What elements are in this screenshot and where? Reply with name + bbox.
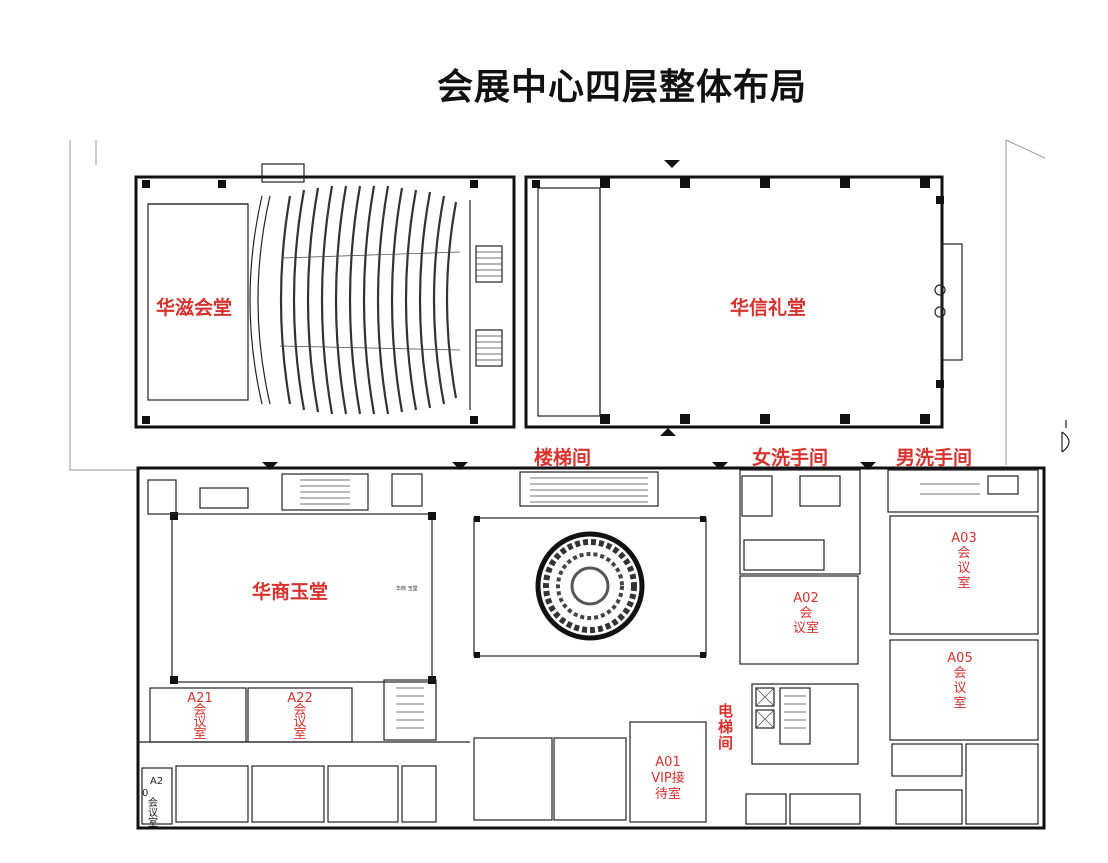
lower-left-core (199, 473, 423, 511)
svg-text:会: 会 (193, 703, 206, 718)
room-a02-label: A02 会 议室 (793, 591, 819, 636)
womens-restroom-label: 女洗手间 (752, 446, 828, 469)
stairs-label: 楼梯间 (534, 446, 591, 469)
svg-text:议: 议 (293, 715, 306, 730)
svg-text:议: 议 (148, 807, 158, 819)
room-a01 (629, 721, 707, 823)
central-stairs (519, 471, 659, 507)
north-arrow-icon (1061, 420, 1070, 453)
svg-text:A01: A01 (655, 755, 680, 770)
svg-text:A22: A22 (287, 691, 312, 706)
hall-columns (532, 178, 944, 424)
svg-text:电: 电 (718, 702, 733, 720)
svg-text:梯: 梯 (718, 718, 733, 736)
huaxin-hall (524, 160, 963, 436)
svg-text:0: 0 (142, 788, 148, 799)
svg-text:室: 室 (957, 575, 970, 591)
womens-restroom (739, 469, 861, 575)
huazi-hall (134, 163, 516, 429)
room-a20 (141, 767, 173, 825)
room-a20-label: A2 0 会 议 室 (142, 776, 163, 829)
svg-text:会: 会 (148, 796, 158, 809)
mens-restroom (887, 469, 1039, 513)
svg-text:议室: 议室 (793, 620, 819, 636)
svg-text:室: 室 (193, 726, 206, 742)
site-outline (69, 139, 1046, 471)
svg-text:A21: A21 (187, 691, 212, 706)
door-markers (262, 462, 876, 470)
room-a05 (889, 639, 1039, 741)
huaxin-hall-label: 华信礼堂 (730, 296, 806, 319)
svg-text:室: 室 (148, 816, 158, 829)
svg-text:A05: A05 (947, 651, 972, 666)
room-a22-label: A22 会 议 室 (287, 691, 312, 742)
elevator-core (751, 683, 859, 765)
auditorium-seating (279, 185, 461, 415)
huashang-hall-label: 华商玉堂 (252, 580, 328, 603)
lower-block (136, 466, 1046, 830)
central-atrium (473, 516, 707, 658)
lower-left-stair-core (383, 679, 437, 741)
svg-text:会: 会 (799, 606, 812, 621)
svg-text:室: 室 (953, 695, 966, 711)
svg-text:A02: A02 (793, 591, 818, 606)
room-a22 (247, 687, 353, 743)
svg-text:议: 议 (953, 681, 966, 696)
room-a21-label: A21 会 议 室 (187, 691, 212, 742)
elevator-label: 电 梯 间 (718, 702, 733, 752)
svg-text:议: 议 (193, 715, 206, 730)
room-a03-label: A03 会 议 室 (951, 531, 976, 591)
room-a05-label: A05 会 议 室 (947, 651, 972, 711)
svg-text:待室: 待室 (655, 786, 681, 802)
svg-text:A03: A03 (951, 531, 976, 546)
svg-text:会: 会 (957, 546, 970, 561)
svg-text:A2: A2 (150, 776, 163, 787)
room-a02 (739, 575, 859, 665)
huazi-hall-label: 华滋会堂 (156, 296, 232, 319)
svg-text:华商 玉堂: 华商 玉堂 (396, 585, 418, 592)
small-meeting-rooms (175, 737, 1039, 825)
room-a03 (889, 515, 1039, 635)
svg-text:议: 议 (957, 561, 970, 576)
room-a01-label: A01 VIP接 待室 (651, 755, 685, 802)
room-a21 (149, 687, 247, 743)
svg-text:会: 会 (953, 666, 966, 681)
svg-text:VIP接: VIP接 (651, 770, 685, 786)
svg-text:会: 会 (293, 703, 306, 718)
svg-text:间: 间 (718, 734, 733, 752)
page-title: 会展中心四层整体布局 (436, 67, 807, 108)
svg-text:室: 室 (293, 726, 306, 742)
mens-restroom-label: 男洗手间 (896, 446, 972, 469)
auditorium-side-stairs (475, 245, 503, 367)
